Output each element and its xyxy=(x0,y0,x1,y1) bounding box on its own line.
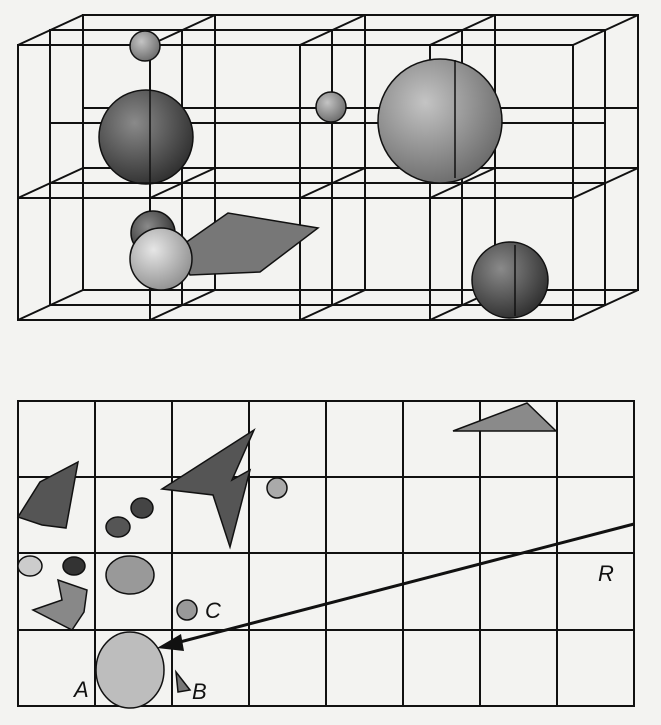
ray-r xyxy=(157,522,635,651)
grid-2d xyxy=(17,400,635,707)
disc-medium xyxy=(105,555,155,595)
polygon-chevron xyxy=(31,578,88,631)
triangle-top-right xyxy=(452,402,558,432)
disc-dark-1 xyxy=(130,497,154,519)
sphere-large-dark xyxy=(98,89,194,185)
disc-dark-3 xyxy=(62,556,86,576)
grid-3d-back-face xyxy=(82,14,639,291)
polygon-star-shape xyxy=(159,428,256,550)
grid-3d-objects xyxy=(98,30,549,319)
sphere-small-middle xyxy=(315,91,347,123)
label-r: R xyxy=(598,561,614,586)
sphere-dark-bottom-right xyxy=(471,241,549,319)
disc-c xyxy=(176,599,198,621)
sphere-small-top-left xyxy=(129,30,161,62)
disc-dark-2 xyxy=(105,516,131,538)
sphere-medium-light xyxy=(129,227,193,291)
grid-2d-objects xyxy=(16,402,558,709)
polygon-left-edge xyxy=(16,460,80,529)
ray-r-arrowhead xyxy=(157,634,184,651)
disc-a xyxy=(95,631,165,709)
disc-light-left xyxy=(17,555,43,577)
label-a: A xyxy=(72,677,89,702)
label-c: C xyxy=(205,598,221,623)
label-b: B xyxy=(192,679,207,704)
triangle-b xyxy=(174,669,192,693)
disc-small-right xyxy=(266,477,288,499)
ray-r-line xyxy=(175,522,635,645)
sphere-large-light xyxy=(377,58,503,184)
